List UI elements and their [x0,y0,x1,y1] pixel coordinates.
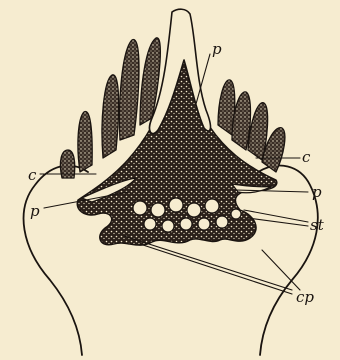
label-c-left: c [28,166,37,184]
label-p-left: p [30,202,40,220]
label-st: st [310,216,325,234]
label-p-right: p [312,183,322,201]
label-cp: cp [296,288,314,306]
label-c-right: c [302,148,311,166]
label-p-top: p [212,40,222,58]
